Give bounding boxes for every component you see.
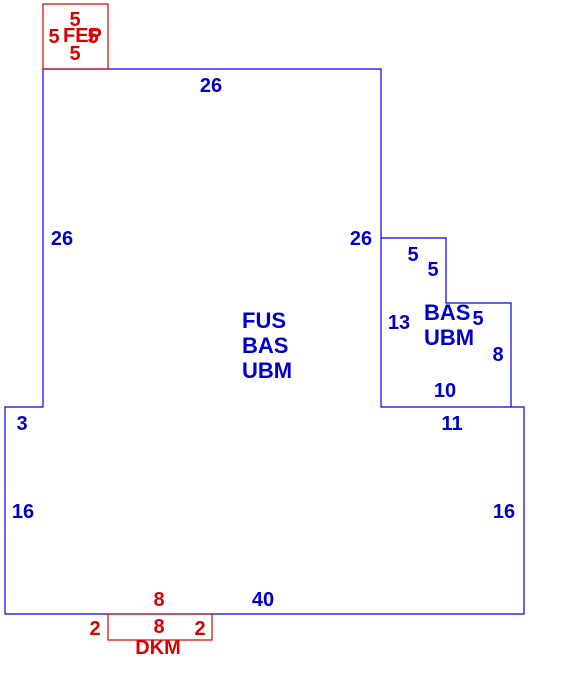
addition-outline <box>381 237 512 407</box>
deck-left-label: 2 <box>89 618 100 640</box>
addition-code-1: BAS <box>424 300 470 325</box>
addition-left-label: 13 <box>388 312 410 334</box>
porch-right-label: 5 <box>87 26 98 48</box>
deck-code: DKM <box>135 637 181 659</box>
main-right-step-label: 11 <box>441 413 462 435</box>
porch-code: FEP <box>63 25 102 47</box>
main-code-1: FUS <box>242 308 286 333</box>
deck-top-inner-label: 8 <box>153 616 164 638</box>
deck-outline <box>107 613 213 641</box>
main-right-upper-label: 26 <box>350 228 372 250</box>
addition-right-label: 8 <box>492 344 503 366</box>
main-left-lower-label: 3 <box>16 413 27 435</box>
porch-outline <box>42 3 109 70</box>
main-code-2: BAS <box>242 333 288 358</box>
addition-step-b-label: 5 <box>427 259 438 281</box>
main-code-3: UBM <box>242 358 292 383</box>
porch-left-label: 5 <box>48 26 59 48</box>
addition-bottom-label: 10 <box>434 380 456 402</box>
addition-code-2: UBM <box>424 325 474 350</box>
main-right-side-label: 16 <box>493 501 515 523</box>
main-left-upper-label: 26 <box>51 228 73 250</box>
deck-top-outer-label: 8 <box>153 589 164 611</box>
addition-right-step-label: 5 <box>472 308 483 330</box>
main-bottom-label: 40 <box>252 589 274 611</box>
deck-right-label: 2 <box>194 618 205 640</box>
porch-top-label: 5 <box>69 9 80 31</box>
main-top-width-label: 26 <box>200 75 222 97</box>
porch-bottom-label: 5 <box>69 43 80 65</box>
main-building-outline <box>4 68 525 615</box>
addition-step-a-label: 5 <box>407 244 418 266</box>
main-left-side-label: 16 <box>12 501 34 523</box>
